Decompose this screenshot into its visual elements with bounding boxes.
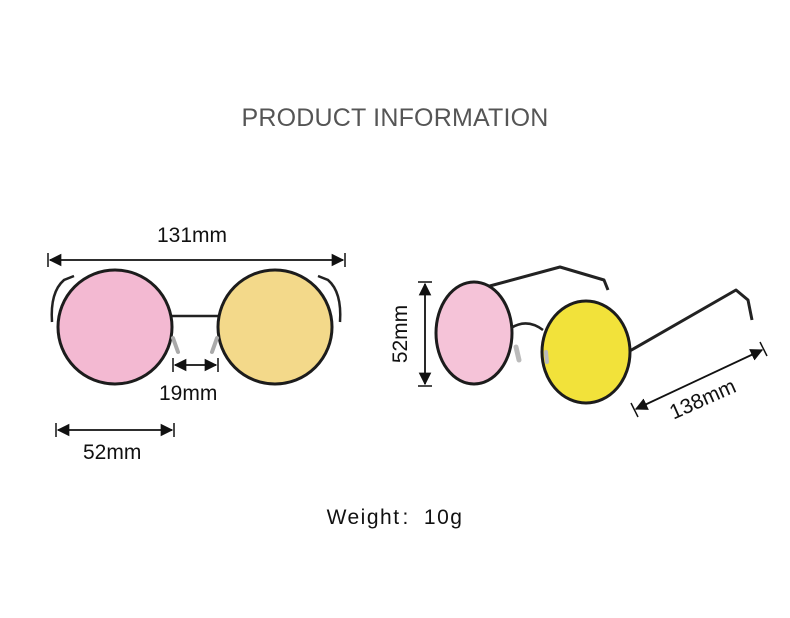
lens-width-label: 52mm (83, 441, 142, 464)
bridge-width-label: 19mm (159, 382, 218, 405)
weight-value: 10g (423, 506, 464, 529)
total-width-label: 131mm (157, 224, 228, 247)
front-right-lens (216, 268, 334, 386)
side-right-temple (627, 288, 754, 354)
lens-height-label: 52mm (389, 304, 413, 364)
front-view-glasses (50, 268, 342, 386)
front-left-lens (56, 268, 174, 386)
front-right-temple (317, 274, 342, 323)
front-left-temple (50, 274, 75, 323)
weight-label: Weight (326, 506, 401, 529)
side-right-lens (540, 299, 632, 405)
side-view-glasses (434, 265, 754, 405)
weight-info: Weight:10g (0, 506, 790, 530)
side-left-temple (485, 265, 610, 291)
side-left-lens (434, 280, 514, 386)
weight-separator: : (402, 506, 410, 529)
page-title: PRODUCT INFORMATION (241, 104, 549, 132)
temple-length-arrow (634, 349, 764, 410)
